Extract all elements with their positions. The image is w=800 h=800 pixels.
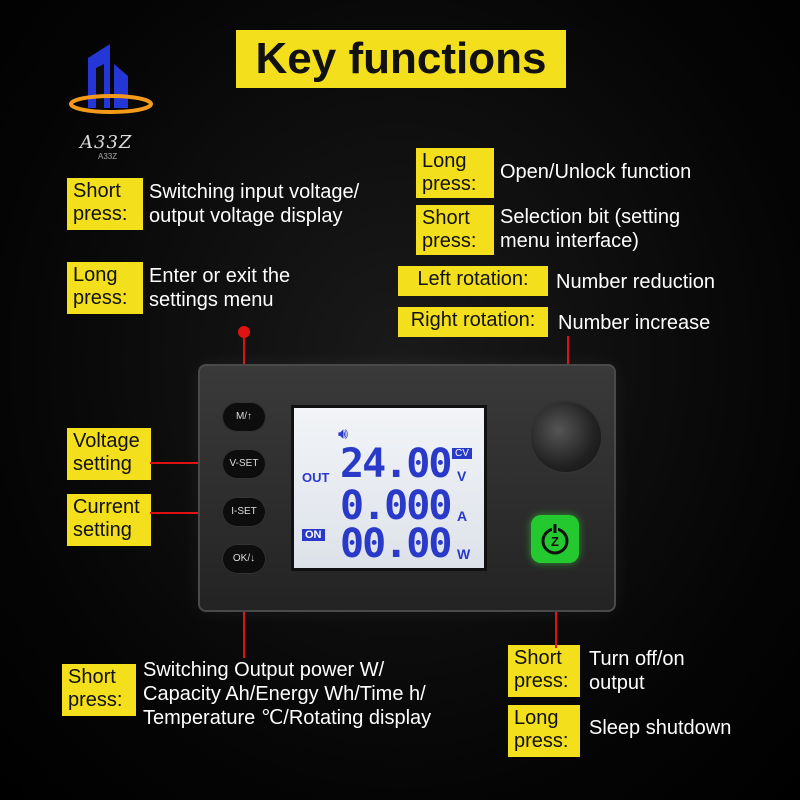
- svg-text:Z: Z: [551, 534, 559, 549]
- ok-down-button[interactable]: OK/↓: [222, 544, 266, 574]
- logo-text: A33Z: [80, 132, 133, 153]
- page-title: Key functions: [236, 30, 566, 88]
- power-short-press-tag: Short press:: [508, 645, 580, 697]
- current-unit: A: [457, 508, 468, 524]
- current-readout: 0.000: [340, 483, 452, 529]
- left-rotation-tag: Left rotation:: [398, 266, 548, 296]
- wire-ok: [243, 572, 245, 658]
- on-badge: ON: [302, 529, 325, 541]
- building-logo-icon: [69, 44, 153, 114]
- cv-badge: CV: [452, 448, 472, 459]
- power-long-press-tag: Long press:: [508, 705, 580, 757]
- power-button[interactable]: Z: [531, 515, 579, 563]
- voltage-readout: 24.00: [340, 441, 452, 487]
- logo-subtext: A33Z: [98, 152, 118, 161]
- right-rotation-tag: Right rotation:: [398, 307, 548, 337]
- power-short-press-desc: Turn off/on output: [589, 648, 685, 694]
- v-set-button[interactable]: V-SET: [222, 449, 266, 479]
- ok-short-press-desc: Switching Output power W/ Capacity Ah/En…: [143, 659, 432, 729]
- current-setting-tag: Current setting: [67, 494, 151, 546]
- power-readout: 00.00: [340, 521, 452, 567]
- left-rotation-desc: Number reduction: [556, 271, 715, 293]
- speaker-icon: 🔊︎: [338, 426, 349, 443]
- m-long-press-tag: Long press:: [67, 262, 143, 314]
- out-label: OUT: [302, 470, 330, 485]
- m-short-press-desc: Switching input voltage/ output voltage …: [149, 181, 360, 227]
- knob-short-press-tag: Short press:: [416, 205, 494, 255]
- wire-iset: [150, 512, 230, 514]
- knob-long-press-desc: Open/Unlock function: [500, 161, 692, 183]
- brand-logo: A33Z A33Z: [66, 38, 156, 168]
- i-set-button[interactable]: I-SET: [222, 497, 266, 527]
- m-up-button[interactable]: M/↑: [222, 402, 266, 432]
- rotary-knob[interactable]: [531, 402, 601, 472]
- power-unit: W: [457, 546, 471, 562]
- power-z-icon: Z: [541, 523, 569, 555]
- m-short-press-tag: Short press:: [67, 178, 143, 230]
- ok-short-press-tag: Short press:: [62, 664, 136, 716]
- power-long-press-desc: Sleep shutdown: [589, 717, 732, 739]
- wire-vset: [150, 462, 230, 464]
- m-long-press-desc: Enter or exit the settings menu: [149, 265, 291, 311]
- right-rotation-desc: Number increase: [558, 312, 711, 334]
- voltage-unit: V: [457, 468, 467, 484]
- knob-short-press-desc: Selection bit (setting menu interface): [500, 206, 681, 252]
- knob-long-press-tag: Long press:: [416, 148, 494, 198]
- wire-dot-m: [238, 326, 250, 338]
- voltage-setting-tag: Voltage setting: [67, 428, 151, 480]
- lcd-display: 🔊︎ OUT CV 24.00 V 0.000 A ON 00.00 W: [291, 405, 487, 571]
